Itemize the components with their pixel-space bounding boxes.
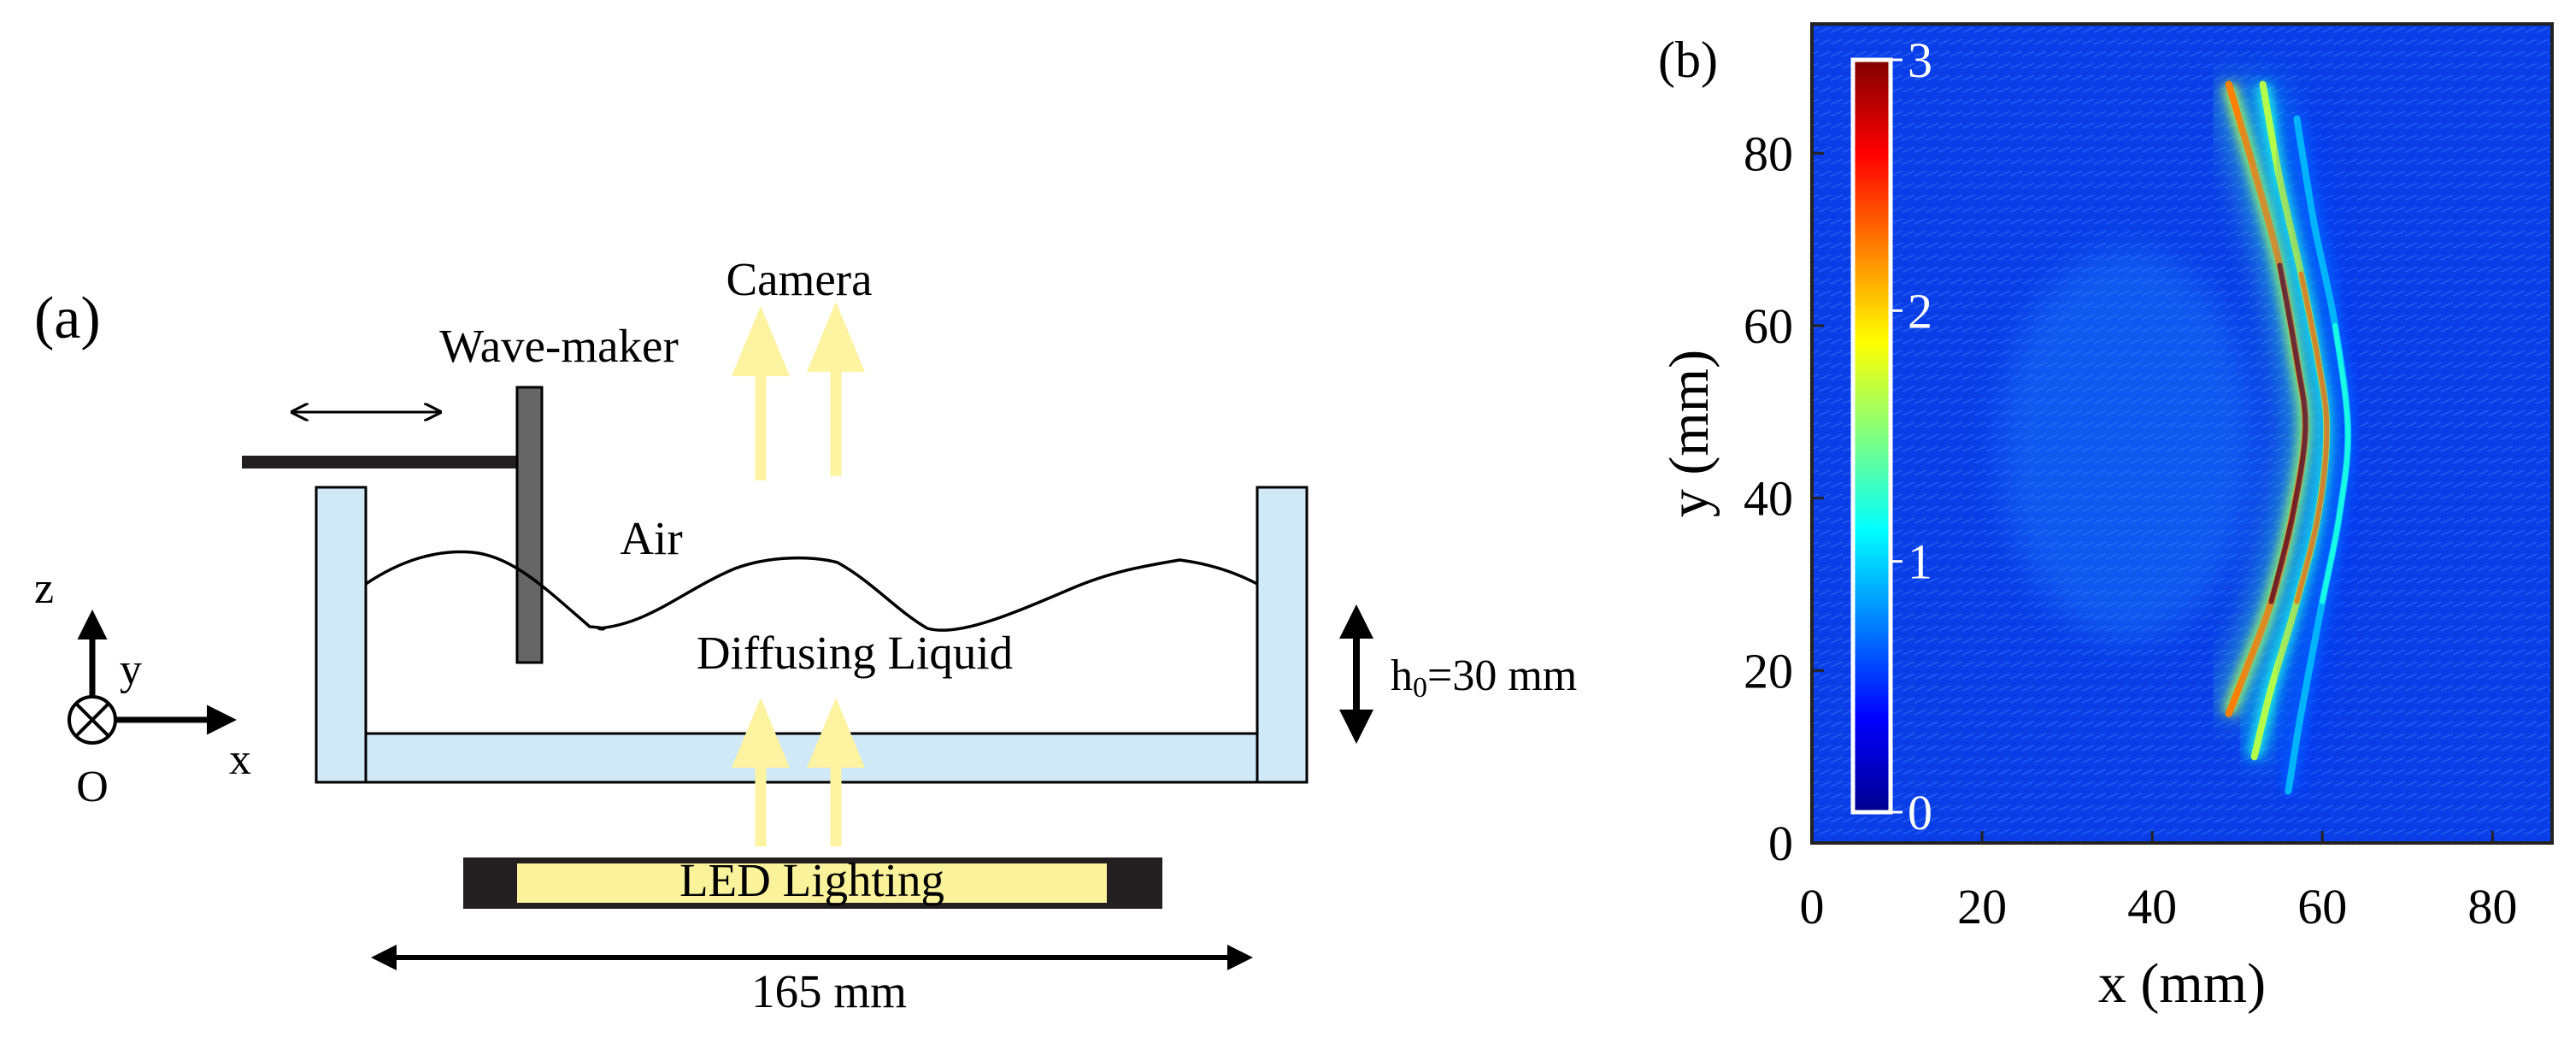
panel-a-label: (a) — [34, 286, 101, 351]
led-panel — [517, 863, 1107, 903]
x-tick-label: 20 — [1957, 879, 2007, 934]
wave-maker-rod — [242, 456, 521, 468]
depth-subscript: 0 — [1413, 672, 1427, 704]
heatmap-glow-left — [2000, 248, 2256, 641]
light-arrow-2-head — [807, 698, 865, 768]
led-label: LED Lighting — [679, 854, 944, 906]
wave-maker-label: Wave-maker — [439, 320, 679, 372]
crest-layer — [2214, 80, 2363, 795]
origin-label: O — [76, 763, 109, 811]
x-tick-label: 80 — [2467, 879, 2517, 934]
y-tick-label: 60 — [1744, 298, 1793, 354]
crest-core-3 — [2320, 322, 2351, 604]
light-arrow-1-head — [732, 698, 790, 768]
y-tick-label: 40 — [1744, 471, 1793, 527]
colorbar-tick-label: 2 — [1908, 283, 1932, 339]
wave-maker-paddle — [515, 386, 544, 664]
x-axis-label: x — [229, 735, 251, 784]
camera-arrows — [732, 302, 865, 480]
colorbar-tick-label: 1 — [1908, 534, 1932, 590]
air-label: Air — [620, 512, 682, 564]
x-ticks: 0 20 40 60 80 — [1800, 831, 2517, 934]
camera-arrow-2-head — [807, 302, 865, 372]
crest-core-1 — [2268, 262, 2308, 604]
panel-b: (b) 0 1 2 3 0 20 40 60 80 0 20 40 60 80 x (mm) y (m… — [1658, 22, 2554, 1015]
y-axis-title: y (mm) — [1658, 350, 1720, 517]
crest-core-2 — [2294, 271, 2330, 604]
tank-left-wall — [315, 486, 368, 784]
z-axis-label: z — [34, 564, 54, 613]
heatmap — [1812, 24, 2552, 843]
tank-right-wall — [1256, 486, 1309, 784]
panel-a: (a) Camera Wave-maker Air Diffusing Liqu… — [34, 253, 1577, 1017]
length-label: 165 mm — [751, 965, 907, 1017]
x-tick-label: 0 — [1800, 879, 1825, 934]
plot-frame — [1810, 22, 2554, 845]
y-tick-label: 0 — [1768, 816, 1793, 871]
colorbar-tick-label: 3 — [1908, 32, 1932, 88]
x-axis-title: x (mm) — [2098, 952, 2266, 1015]
y-tick-label: 20 — [1744, 643, 1793, 698]
colorbar-ramp — [1850, 57, 1893, 815]
camera-arrow-1-head — [732, 306, 790, 376]
panel-b-label: (b) — [1658, 32, 1718, 88]
depth-symbol: h — [1391, 651, 1413, 700]
depth-value: =30 mm — [1427, 651, 1577, 700]
y-tick-label: 80 — [1744, 126, 1793, 181]
liquid-label: Diffusing Liquid — [697, 627, 1013, 679]
colorbar: 0 1 2 3 — [1850, 32, 1932, 840]
colorbar-tick-label: 0 — [1908, 785, 1932, 840]
camera-label: Camera — [726, 253, 872, 305]
depth-label: h0=30 mm — [1391, 651, 1577, 704]
water-surface — [365, 550, 1258, 632]
x-tick-label: 40 — [2127, 879, 2177, 934]
x-tick-label: 60 — [2297, 879, 2347, 934]
y-ticks: 0 20 40 60 80 — [1744, 126, 1824, 871]
y-axis-cross-2 — [74, 702, 110, 738]
light-arrows — [732, 698, 865, 846]
coordinate-axes: z y x O — [34, 564, 251, 811]
y-axis-label: y — [120, 645, 142, 694]
colorbar-ticks: 0 1 2 3 — [1891, 32, 1932, 840]
